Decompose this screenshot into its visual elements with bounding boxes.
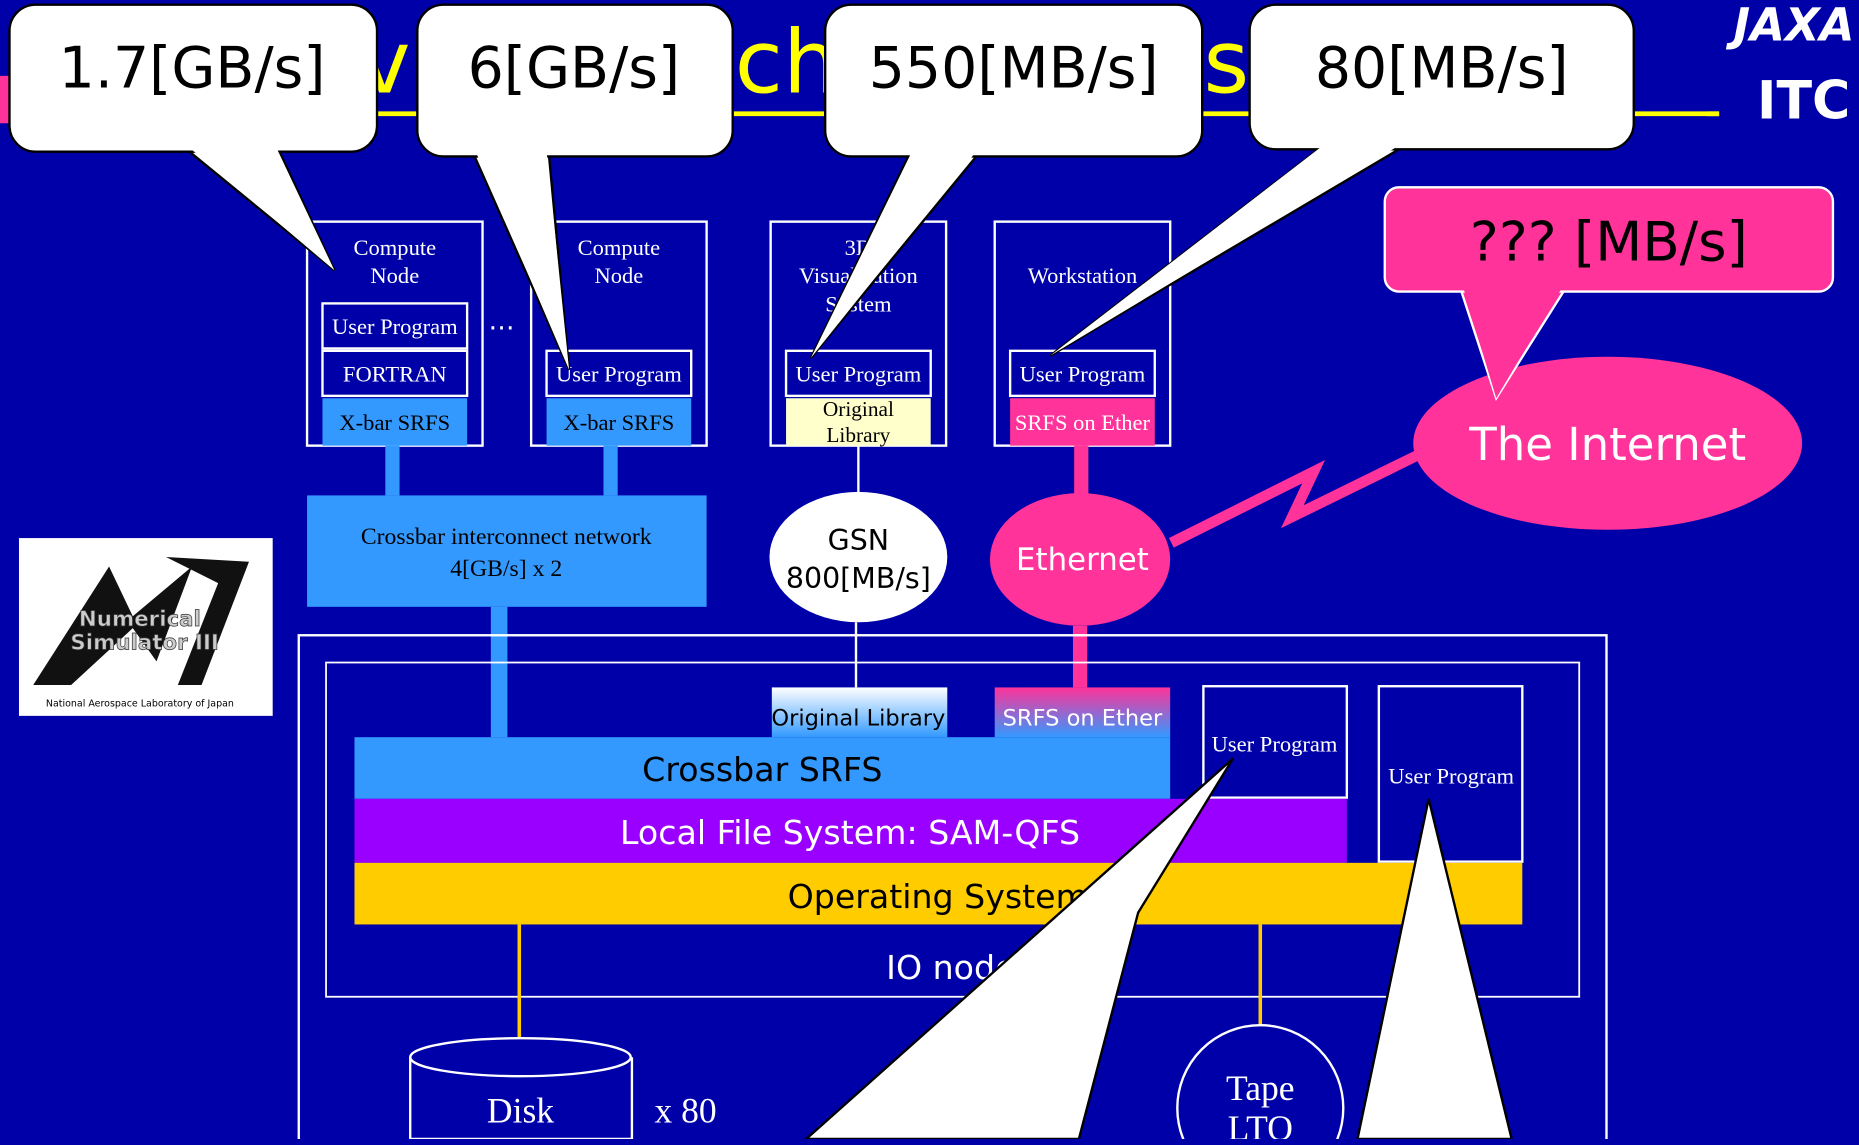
compute1-user-program-box — [321, 302, 469, 350]
os-label: Operating System — [788, 877, 1088, 916]
io-original-library: Original Library — [771, 705, 945, 731]
svg-text:Crossbar interconnect network: Crossbar interconnect network — [361, 524, 652, 550]
node-ellipsis: … — [488, 306, 514, 336]
svg-text:The Internet: The Internet — [1468, 418, 1746, 471]
svg-text:National Aerospace Laboratory: National Aerospace Laboratory of Japan — [46, 698, 234, 709]
svg-text:800[MB/s]: 800[MB/s] — [786, 562, 931, 595]
io-user-program-2: User Program — [1388, 763, 1514, 788]
callout-4-text: 80[MB/s] — [1315, 36, 1569, 102]
workstation-link — [1074, 445, 1089, 496]
io-user-program-2-box — [1377, 685, 1524, 863]
callout-internet: ??? [MB/s] — [1383, 186, 1835, 401]
svg-text:Node: Node — [370, 263, 419, 288]
workstation-srfs: SRFS on Ether — [1015, 410, 1151, 435]
io-srfs-ether: SRFS on Ether — [1003, 705, 1163, 731]
crossbar-srfs-label: Crossbar SRFS — [642, 750, 882, 789]
crossbar-down-link — [490, 606, 508, 738]
compute-node-1: Compute Node User Program FORTRAN X-bar … — [305, 220, 484, 447]
io-user-program-1-box — [1202, 685, 1349, 799]
ethernet-down-link — [1072, 625, 1088, 688]
svg-text:Numerical: Numerical — [79, 607, 201, 632]
os-layer — [354, 862, 1523, 925]
disk-storage: Disk — [409, 1037, 634, 1141]
compute1-link — [385, 445, 400, 496]
disk-count: x 80 — [654, 1090, 716, 1130]
viz-user-program: User Program — [796, 362, 922, 387]
workstation-user-program: User Program — [1020, 362, 1146, 387]
visualization-node: 3D Visualization System User Program Ori… — [769, 220, 948, 447]
callout-2-text: 6[GB/s] — [468, 36, 680, 102]
ethernet-network: Ethernet — [989, 493, 1171, 626]
io-subsystem-frame — [297, 634, 1608, 1145]
io-srfs-ether-box — [994, 687, 1171, 738]
svg-text:Workstation: Workstation — [1028, 263, 1138, 288]
svg-text:GSN: GSN — [828, 524, 889, 557]
internet-link — [1168, 447, 1426, 548]
svg-text:Compute: Compute — [354, 235, 437, 260]
compute1-srfs: X-bar SRFS — [339, 410, 450, 435]
callout-2: 6[GB/s] — [416, 3, 734, 371]
svg-text:LTO: LTO — [1228, 1108, 1293, 1139]
tape-storage: Tape LTO — [1176, 1024, 1345, 1145]
compute2-srfs: X-bar SRFS — [564, 410, 675, 435]
io-original-library-box — [771, 687, 948, 738]
callout-3: 550[MB/s] — [809, 3, 1204, 359]
svg-text:ITC: ITC — [1757, 72, 1850, 132]
svg-text:Ethernet: Ethernet — [1016, 542, 1149, 578]
callout-1: 1.7[GB/s] — [8, 3, 379, 272]
io-node-frame — [325, 661, 1581, 998]
svg-text:JAXA: JAXA — [1725, 0, 1854, 51]
svg-text:Disk: Disk — [487, 1090, 554, 1130]
crossbar-srfs-layer — [354, 737, 1171, 799]
svg-text:4[GB/s] x 2: 4[GB/s] x 2 — [450, 556, 562, 582]
io-callout-tail-2 — [1356, 798, 1514, 1141]
nsiii-logo: Numerical Simulator III National Aerospa… — [18, 538, 273, 716]
callout-4: 80[MB/s] — [1049, 3, 1635, 357]
callout-3-text: 550[MB/s] — [869, 36, 1159, 102]
svg-text:Simulator III: Simulator III — [70, 630, 218, 655]
compute1-user-program: User Program — [332, 314, 458, 339]
compute-node-2: Compute Node User Program X-bar SRFS — [529, 220, 708, 447]
io-user-program-1: User Program — [1212, 731, 1338, 756]
callout-internet-text: ??? [MB/s] — [1470, 210, 1748, 274]
workstation-node: Workstation User Program SRFS on Ether — [993, 220, 1172, 447]
crossbar-network: Crossbar interconnect network 4[GB/s] x … — [307, 495, 707, 607]
svg-text:Node: Node — [594, 263, 643, 288]
callout-1-text: 1.7[GB/s] — [59, 36, 326, 102]
svg-text:Compute: Compute — [578, 235, 661, 260]
svg-text:Tape: Tape — [1226, 1068, 1295, 1108]
jaxa-itc-logo: JAXA ITC — [1725, 0, 1854, 132]
viz-library-line1: Original — [823, 397, 894, 421]
viz-library-line2: Library — [826, 423, 890, 447]
compute1-fortran: FORTRAN — [343, 362, 447, 387]
gsn-network: GSN 800[MB/s] — [769, 491, 948, 623]
sam-qfs-label: Local File System: SAM-QFS — [620, 813, 1080, 852]
compute1-fortran-box — [321, 349, 469, 398]
internet-cloud: The Internet — [1413, 356, 1803, 530]
compute2-user-program: User Program — [556, 362, 682, 387]
compute1-srfs-box — [322, 398, 468, 446]
compute2-link — [603, 445, 618, 496]
